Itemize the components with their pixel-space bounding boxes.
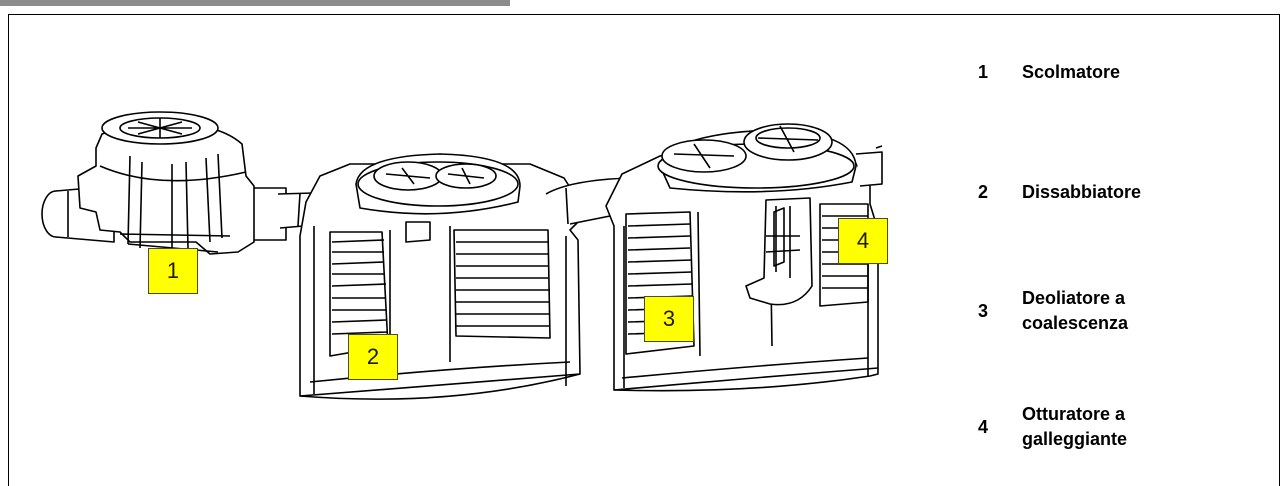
legend-number: 1 — [978, 62, 989, 82]
legend-label: Otturatore a galleggiante — [1022, 404, 1128, 449]
legend-number: 4 — [978, 416, 989, 437]
overflow-unit-drawing — [41, 111, 287, 255]
header-bar — [0, 0, 510, 6]
legend-item-1: 1 Scolmatore — [978, 60, 1192, 85]
callout-tag-2: 2 — [348, 334, 398, 380]
legend-item-3: 3 Deoliatore a coalescenza — [978, 286, 1162, 336]
callout-tag-3: 3 — [644, 296, 694, 342]
callout-tag-4: 4 — [838, 218, 888, 264]
legend-item-2: 2 Dissabbiatore — [978, 180, 1192, 205]
legend-number: 3 — [978, 300, 989, 321]
separator-system-drawing — [41, 111, 883, 400]
legend-label: Scolmatore — [1022, 62, 1121, 82]
legend-label: Deoliatore a coalescenza — [1022, 288, 1129, 333]
legend-number: 2 — [978, 182, 989, 202]
sand-trap-drawing — [299, 153, 585, 400]
legend-item-4: 4 Otturatore a galleggiante — [978, 402, 1162, 452]
figure-frame — [8, 14, 1280, 486]
callout-tag-1: 1 — [148, 248, 198, 294]
legend-label: Dissabbiatore — [1022, 182, 1142, 202]
